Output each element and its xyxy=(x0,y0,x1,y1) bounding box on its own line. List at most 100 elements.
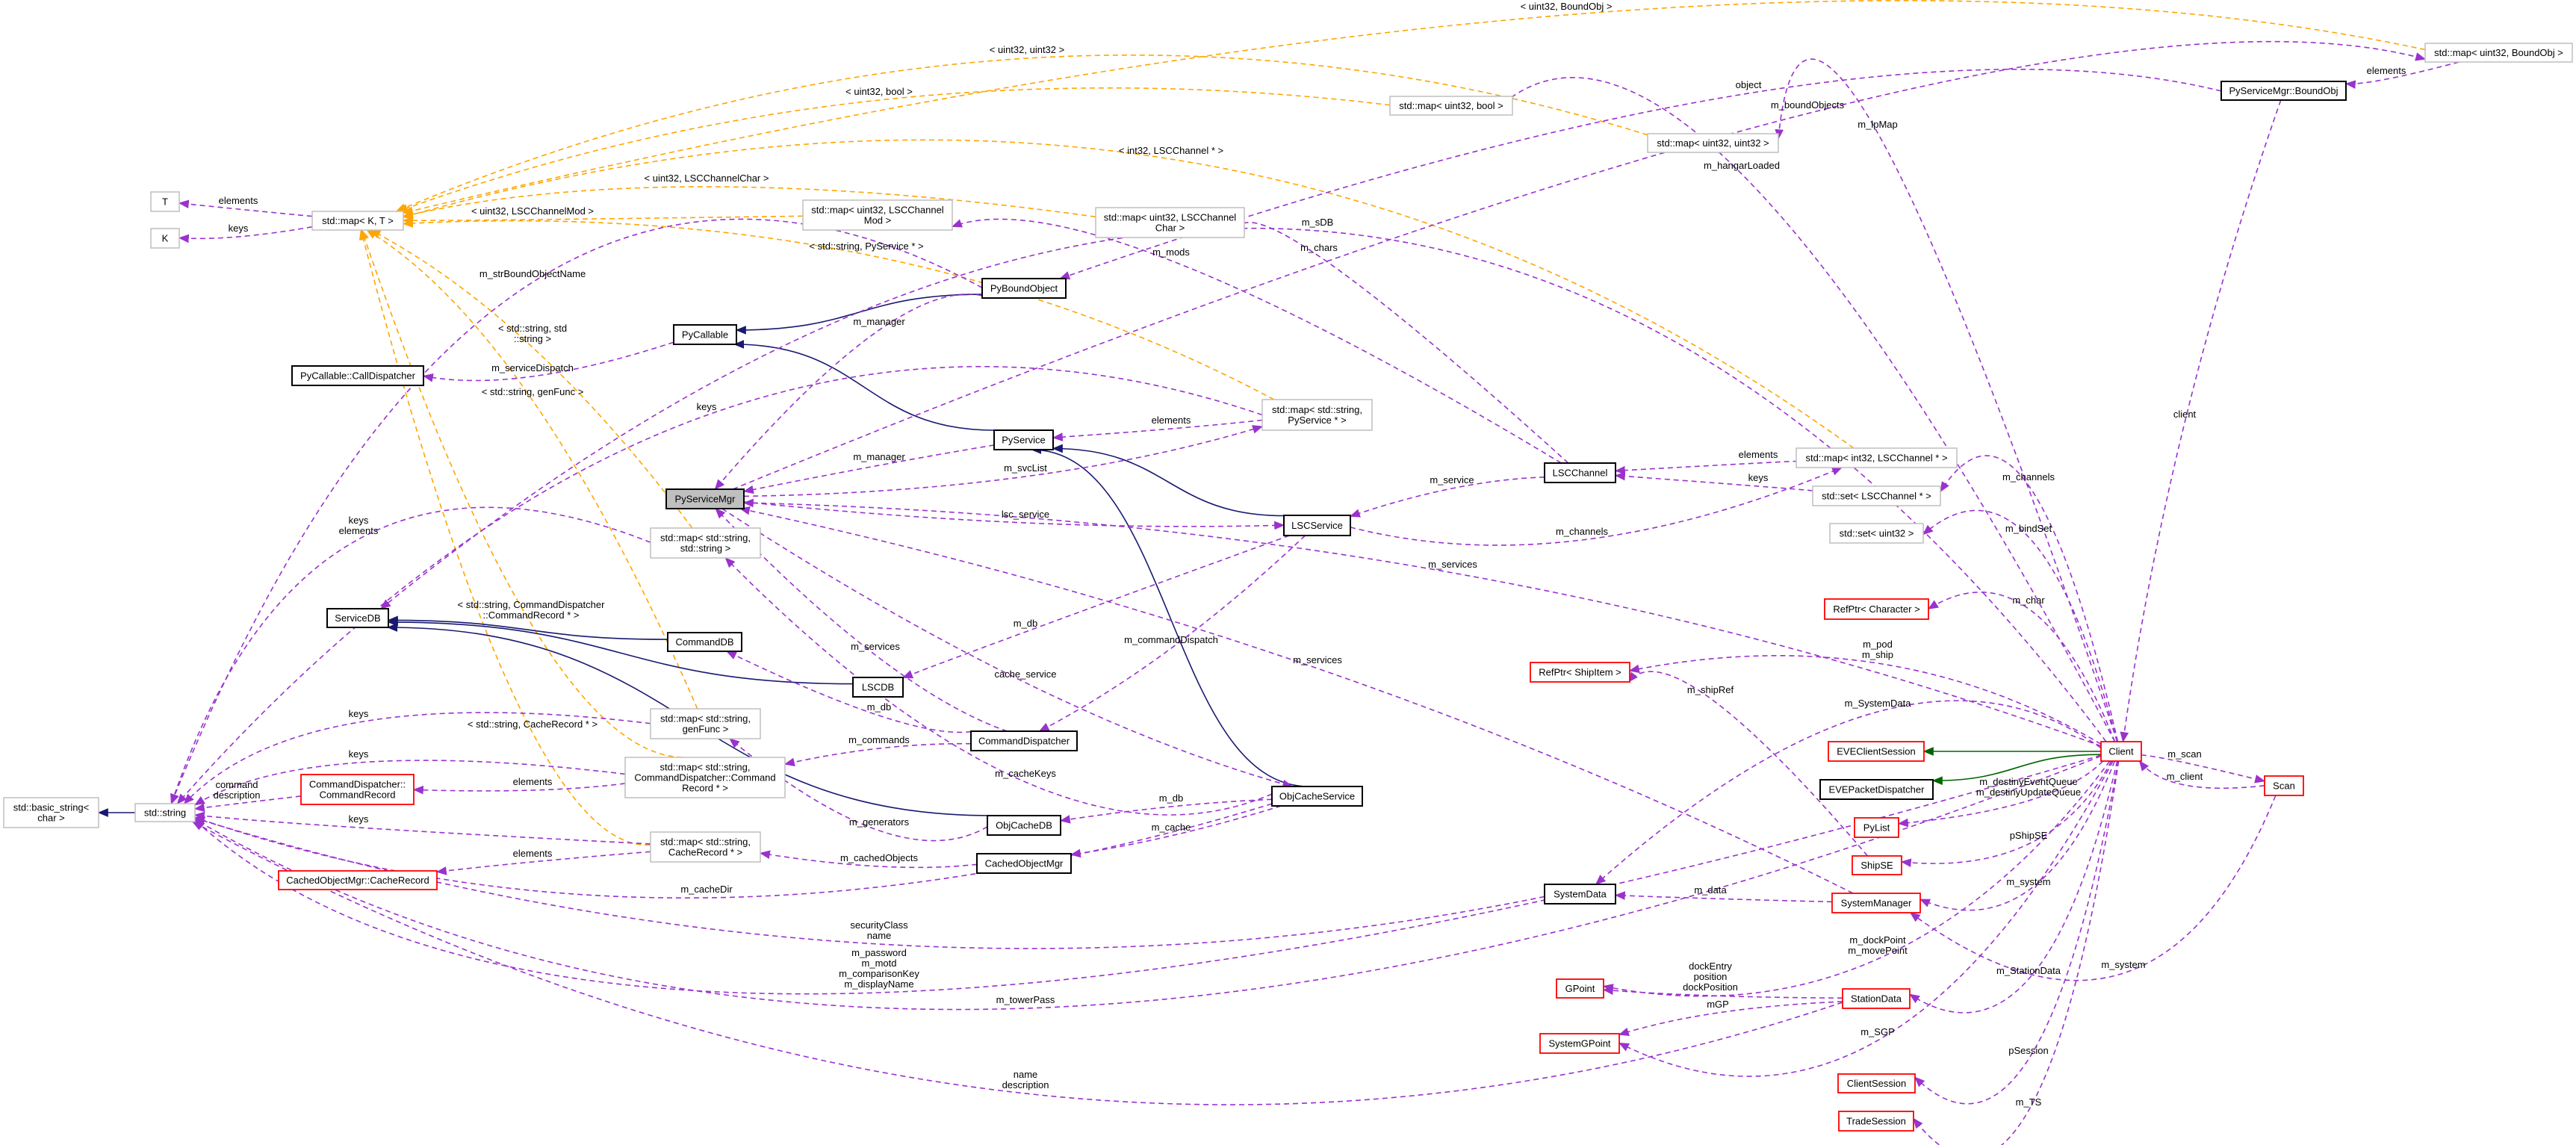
class-node-GPoint[interactable]: GPoint xyxy=(1556,978,1604,999)
class-node-mapBoundObj[interactable]: std::map< uint32, BoundObj > xyxy=(2424,43,2573,63)
node-label: std::basic_string< xyxy=(13,802,90,813)
edge-usage-PyBoundObject-to-stdstring xyxy=(170,218,983,805)
class-node-LSCService[interactable]: LSCService xyxy=(1283,515,1351,536)
class-node-ObjCacheService[interactable]: ObjCacheService xyxy=(1271,786,1363,807)
class-node-setChan[interactable]: std::set< LSCChannel * > xyxy=(1812,485,1941,506)
edge-label: m_channels xyxy=(1556,526,1609,537)
edge-label: m_pod xyxy=(1863,639,1893,650)
class-node-PyCallable[interactable]: PyCallable xyxy=(673,324,737,345)
node-box xyxy=(665,488,745,509)
edge-label: < uint32, bool > xyxy=(845,86,913,97)
class-node-ShipSE[interactable]: ShipSE xyxy=(1852,855,1902,875)
class-node-CachedObjectMgr[interactable]: CachedObjectMgr xyxy=(976,853,1072,874)
class-node-CmdRecord[interactable]: CommandDispatcher::CommandRecord xyxy=(300,774,415,805)
edge-usage-StationData-to-SystemGPoint xyxy=(1618,1001,1843,1036)
edge-label: keys xyxy=(349,813,369,825)
node-box xyxy=(1647,133,1779,153)
class-node-mapStrPySvc[interactable]: std::map< std::string,PyService * > xyxy=(1261,399,1373,431)
class-node-mapKT[interactable]: std::map< K, T > xyxy=(311,211,404,231)
class-node-Scan[interactable]: Scan xyxy=(2264,775,2304,796)
class-node-EVEPacketDispatcher[interactable]: EVEPacketDispatcher xyxy=(1819,779,1934,800)
class-node-Client[interactable]: Client xyxy=(2100,741,2142,762)
edge-label: client xyxy=(2173,409,2197,420)
class-node-K[interactable]: K xyxy=(150,228,180,249)
class-node-PyService[interactable]: PyService xyxy=(993,429,1054,450)
class-node-stdstring[interactable]: std::string xyxy=(134,803,196,822)
edge-template-mapStrCmdRec-to-mapKT xyxy=(361,229,683,758)
edge-label: m_lpMap xyxy=(1857,119,1897,130)
class-node-CommandDB[interactable]: CommandDB xyxy=(667,632,742,652)
edge-label: keys xyxy=(349,748,369,760)
edge-template-mapU32U32-to-mapKT xyxy=(395,55,1648,212)
class-node-RefPtrChar[interactable]: RefPtr< Character > xyxy=(1824,598,1929,620)
class-node-T[interactable]: T xyxy=(150,191,180,212)
class-node-CacheRecord[interactable]: CachedObjectMgr::CacheRecord xyxy=(278,870,438,890)
edge-label: < std::string, genFunc > xyxy=(482,386,584,397)
class-node-ServiceDB[interactable]: ServiceDB xyxy=(326,608,389,628)
edge-label: m_data xyxy=(1694,884,1727,896)
class-node-basicString[interactable]: std::basic_string<char > xyxy=(3,797,99,828)
edge-usage-Client-to-SystemManager xyxy=(1919,760,2116,911)
node-label: std::map< std::string, xyxy=(1272,404,1362,415)
class-node-CommandDispatcher[interactable]: CommandDispatcher xyxy=(970,730,1078,751)
edge-label: m_serviceDispatch xyxy=(491,362,574,373)
node-label: ObjCacheService xyxy=(1279,791,1355,802)
class-node-SystemData[interactable]: SystemData xyxy=(1544,884,1616,904)
node-box xyxy=(291,365,424,386)
class-node-mapInt32Chan[interactable]: std::map< int32, LSCChannel * > xyxy=(1796,447,1958,468)
edge-usage-mapInt32Chan-to-LSCChannel xyxy=(1614,460,1798,475)
class-node-mapChanMod[interactable]: std::map< uint32, LSCChannelMod > xyxy=(802,199,953,231)
edge-label: m_boundObjects xyxy=(1771,99,1845,111)
class-node-mapStrStr[interactable]: std::map< std::string,std::string > xyxy=(650,527,761,559)
node-label: CommandDispatcher xyxy=(978,736,1070,747)
class-node-RefPtrShip[interactable]: RefPtr< ShipItem > xyxy=(1530,662,1630,683)
edge-label: elements xyxy=(513,848,553,859)
class-node-BoundObj[interactable]: PyServiceMgr::BoundObj xyxy=(2220,81,2347,101)
edge-label: pSession xyxy=(2008,1045,2048,1056)
class-node-PyServiceMgr[interactable]: PyServiceMgr xyxy=(665,488,745,509)
edge-usage-Client-to-GPoint xyxy=(1602,760,2111,997)
node-label: CommandDispatcher::Command xyxy=(634,772,775,783)
edge-usage-mapKT-to-K xyxy=(178,226,313,243)
class-node-mapChanChar[interactable]: std::map< uint32, LSCChannelChar > xyxy=(1095,207,1245,238)
class-node-LSCChannel[interactable]: LSCChannel xyxy=(1544,462,1616,483)
edge-usage-CommandDispatcher-to-PyServiceMgr xyxy=(715,508,1008,732)
node-label: std::string xyxy=(144,807,186,819)
class-node-mapU32U32[interactable]: std::map< uint32, uint32 > xyxy=(1647,133,1779,153)
class-node-mapStrCacheRec[interactable]: std::map< std::string,CacheRecord * > xyxy=(650,831,761,863)
node-label: PyServiceMgr::BoundObj xyxy=(2229,85,2338,96)
node-label: K xyxy=(162,233,169,244)
class-node-TradeSession[interactable]: TradeSession xyxy=(1838,1111,1914,1132)
class-node-mapStrGenFunc[interactable]: std::map< std::string,genFunc > xyxy=(650,708,761,739)
node-label: std::map< int32, LSCChannel * > xyxy=(1805,453,1947,464)
node-box xyxy=(1283,515,1351,536)
edge-label: < uint32, BoundObj > xyxy=(1521,1,1613,12)
class-node-EVEClientSession[interactable]: EVEClientSession xyxy=(1828,741,1925,762)
class-node-mapU32Bool[interactable]: std::map< uint32, bool > xyxy=(1389,96,1513,116)
edge-inherit-LSCDB-to-ServiceDB xyxy=(387,618,854,685)
class-node-SystemManager[interactable]: SystemManager xyxy=(1831,893,1921,913)
class-node-CallDispatcher[interactable]: PyCallable::CallDispatcher xyxy=(291,365,424,386)
edge-label: command xyxy=(215,779,258,790)
node-label: std::string > xyxy=(680,543,731,554)
edge-template-mapInt32Chan-to-mapKT xyxy=(402,139,1855,449)
class-node-LSCDB[interactable]: LSCDB xyxy=(852,677,904,698)
node-label: ClientSession xyxy=(1847,1078,1907,1089)
edge-inherit_protected-Client-to-EVEPacketDispatcher xyxy=(1931,754,2102,786)
edge-label: < uint32, uint32 > xyxy=(990,44,1064,55)
class-node-SystemGPoint[interactable]: SystemGPoint xyxy=(1539,1033,1620,1054)
edge-usage-mapStrPySvc-to-stdstring xyxy=(176,366,1263,804)
node-box xyxy=(1796,447,1958,468)
node-box xyxy=(2264,775,2304,796)
edge-usage-PyServiceMgr-to-LSCService xyxy=(743,501,1285,530)
node-label: TradeSession xyxy=(1846,1116,1906,1127)
node-box xyxy=(3,797,99,828)
class-node-setU32[interactable]: std::set< uint32 > xyxy=(1829,523,1924,544)
class-node-PyBoundObject[interactable]: PyBoundObject xyxy=(981,278,1067,299)
class-node-ClientSession[interactable]: ClientSession xyxy=(1837,1073,1916,1093)
edge-usage-Client-to-mapU32U32 xyxy=(1775,58,2118,742)
class-node-StationData[interactable]: StationData xyxy=(1842,988,1911,1009)
class-node-PyList[interactable]: PyList xyxy=(1854,817,1899,838)
class-node-mapStrCmdRec[interactable]: std::map< std::string,CommandDispatcher:… xyxy=(624,757,786,798)
class-node-ObjCacheDB[interactable]: ObjCacheDB xyxy=(987,815,1061,836)
